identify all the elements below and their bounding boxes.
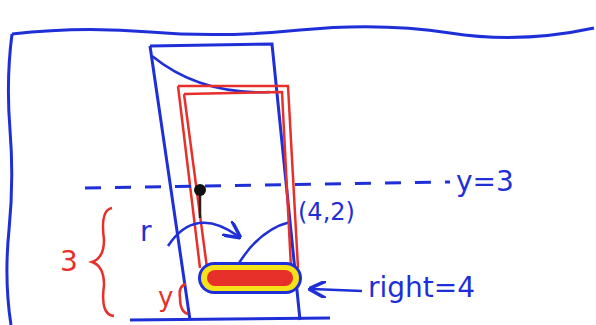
frame-top bbox=[12, 27, 594, 38]
capsule-halo bbox=[201, 265, 299, 291]
point-label: (4,2) bbox=[298, 200, 355, 224]
radius-arrow bbox=[168, 223, 238, 246]
line-label: y=3 bbox=[456, 168, 514, 196]
pivot-dot bbox=[194, 184, 206, 196]
pointer-arrow bbox=[312, 289, 362, 291]
capsule-body bbox=[207, 270, 293, 286]
inner-outline bbox=[184, 92, 291, 268]
glass-outline bbox=[150, 44, 300, 320]
callout-label: right=4 bbox=[368, 274, 475, 302]
radius-label: r bbox=[140, 218, 152, 246]
dimension-label: 3 bbox=[60, 248, 78, 276]
height-bracket bbox=[92, 208, 114, 316]
dimension-label: y bbox=[158, 284, 173, 310]
capsule-outline bbox=[198, 262, 302, 294]
inner-outline bbox=[178, 86, 298, 268]
glass-arc bbox=[236, 222, 290, 268]
dashed-line bbox=[85, 182, 450, 188]
frame-left bbox=[7, 34, 12, 325]
height-bracket bbox=[180, 284, 188, 314]
